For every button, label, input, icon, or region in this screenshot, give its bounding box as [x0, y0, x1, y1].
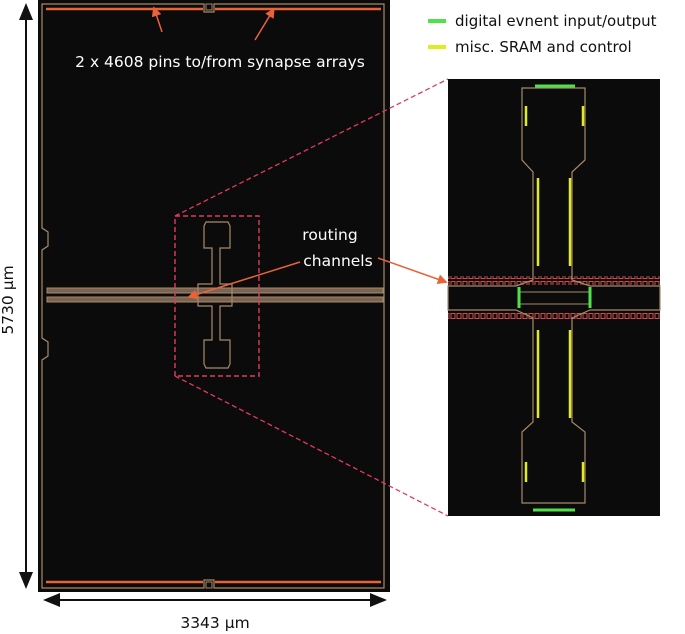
routing-arrow-left [187, 261, 301, 300]
pad-ring-upper [448, 276, 660, 285]
zoom-panel-background [448, 79, 660, 516]
zoom-cross-outline [447, 87, 661, 504]
width-dimension: 3343 µm [43, 593, 387, 632]
routing-label-line1: routing [302, 226, 357, 244]
height-label: 5730 µm [0, 265, 17, 334]
legend-label-sram: misc. SRAM and control [455, 38, 632, 56]
height-dimension: 5730 µm [0, 3, 33, 589]
width-label: 3343 µm [180, 614, 249, 632]
height-arrowhead-bottom [19, 572, 33, 589]
pins-arrow-left [151, 6, 163, 33]
width-arrowhead-right [370, 593, 387, 607]
routing-arrow-right [377, 257, 448, 285]
pad-ring-lower [448, 312, 660, 321]
routing-label-line2: channels [303, 252, 372, 270]
legend-label-digital-io: digital evnent input/output [455, 12, 657, 30]
zoom-region-box [174, 215, 260, 377]
legend: digital evnent input/output misc. SRAM a… [428, 12, 657, 56]
height-arrowhead-top [19, 3, 33, 20]
bottom-notch [205, 581, 213, 589]
central-cross [197, 221, 233, 369]
main-die [38, 0, 390, 592]
die-outline [41, 3, 385, 589]
routing-channel-lower [46, 296, 384, 303]
pins-label: 2 x 4608 pins to/from synapse arrays [75, 53, 365, 71]
die-background [38, 0, 390, 592]
width-arrowhead-left [43, 593, 60, 607]
pins-arrow-right [254, 7, 275, 41]
zoom-connector-top [174, 78, 449, 217]
zoom-panel [447, 79, 661, 516]
zoom-connector-bottom [174, 375, 449, 517]
top-notch [205, 3, 213, 11]
